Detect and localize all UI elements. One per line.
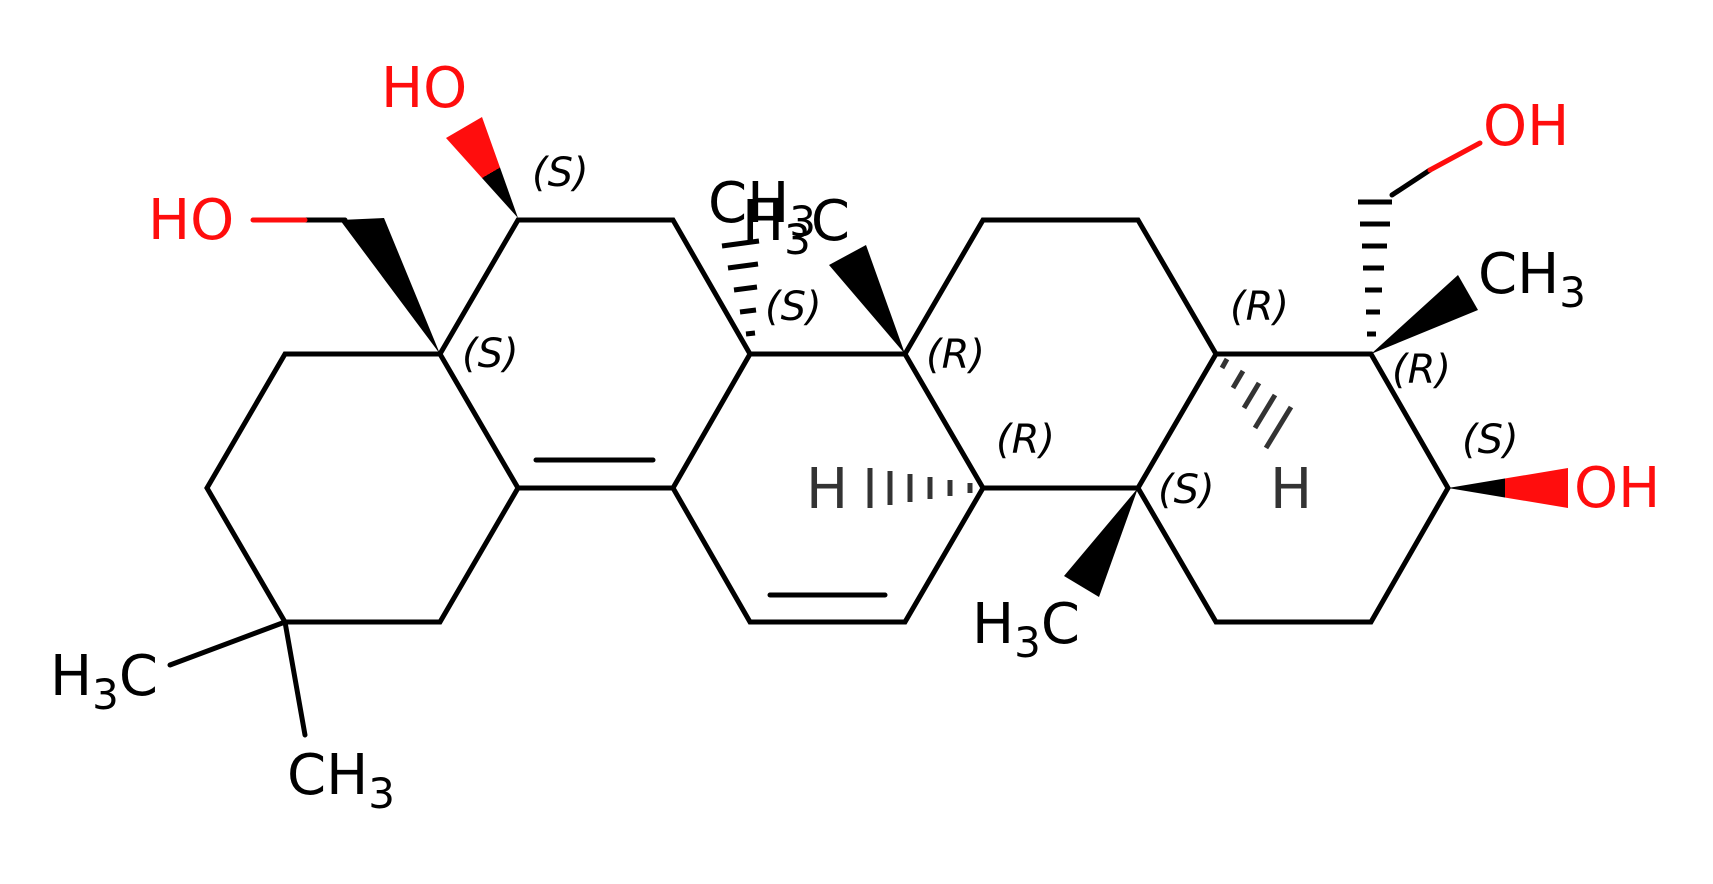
ring-d-bonds	[902, 217, 1219, 491]
wedge-ch2oh-left	[340, 218, 440, 354]
wedge-methyl-right	[1371, 275, 1478, 354]
oh-top-right-label: OH	[1483, 94, 1569, 159]
stereo-label: (R)	[996, 417, 1055, 463]
hash-h-right	[1219, 357, 1294, 450]
ho-top-label: HO	[381, 56, 467, 121]
stereo-label: (S)	[1462, 417, 1519, 463]
wedge-bonds	[340, 117, 1568, 597]
stereo-label: (R)	[1230, 284, 1289, 330]
ring-c-bonds	[670, 351, 986, 625]
ch3-upper-label: CH3	[708, 171, 816, 246]
h3c-upper-label: H3C	[742, 189, 850, 264]
bond-o-right	[1427, 140, 1483, 173]
ch3-right-label: CH3	[1478, 242, 1586, 317]
stereo-label: (S)	[765, 284, 822, 330]
ch3-bottom-label: CH3	[287, 743, 395, 818]
h3c-mid-label: H3C	[972, 592, 1080, 667]
hash-methyl-upper	[721, 238, 760, 337]
hash-ch2oh-right	[1358, 199, 1392, 337]
stereo-descriptors: (S) (S) (S) (R) (R) (R) (R) (S) (S)	[462, 150, 1519, 513]
wedge-ho-top	[446, 117, 518, 218]
stereo-label: (S)	[532, 150, 589, 196]
stereo-label: (S)	[462, 331, 519, 377]
h-left-label: H	[806, 457, 848, 522]
atom-labels: HO HO OH OH CH3 H3C CH3 H3C H3C CH3 H H	[50, 56, 1660, 818]
ring-a-bonds	[204, 351, 521, 625]
h3c-left-label: H3C	[50, 644, 158, 719]
hash-h-left	[867, 468, 973, 508]
stereo-label: (R)	[1392, 347, 1451, 393]
hashed-bonds	[721, 199, 1392, 508]
wedge-methyl-mid	[1064, 488, 1138, 597]
wedge-oh-right	[1448, 468, 1568, 508]
bond-gem-methyl-b	[282, 619, 308, 738]
oh-right-label: OH	[1574, 456, 1660, 521]
ring-e-bonds	[1135, 351, 1451, 625]
ho-left-label: HO	[148, 188, 234, 253]
ring-b-bonds	[437, 217, 753, 491]
h-right-label: H	[1270, 457, 1312, 522]
wedge-methyl-upper	[829, 245, 905, 354]
bond-skeleton	[167, 140, 1483, 738]
stereo-label: (R)	[926, 332, 985, 378]
bond-gem-methyl-a	[167, 619, 288, 668]
bond-ch2-oh-right	[1389, 167, 1433, 198]
stereo-label: (S)	[1158, 467, 1215, 513]
